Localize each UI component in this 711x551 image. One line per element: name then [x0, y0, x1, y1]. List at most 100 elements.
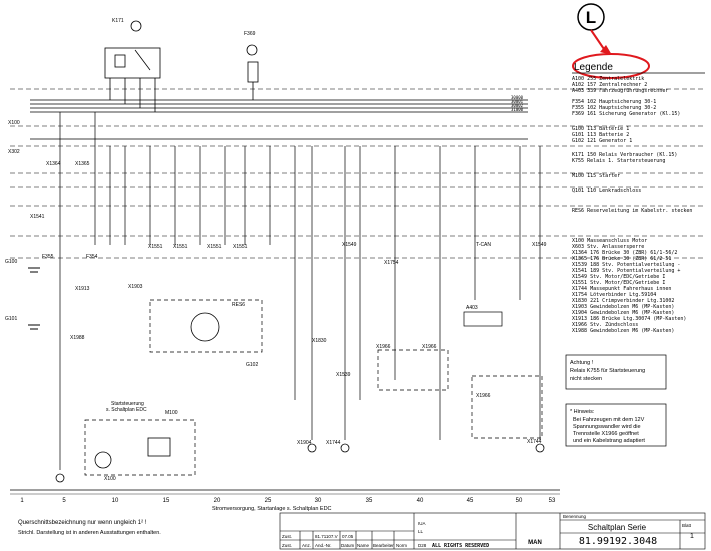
grid-53: 53 [549, 498, 556, 504]
label-g100: G100 [5, 259, 17, 265]
label-m100: M100 [165, 410, 178, 416]
legend-k755: K755 Relais 1. Startersteuerung [572, 158, 665, 164]
tb-datum: 07.05 [342, 534, 354, 539]
label-x1541: X1541 [30, 214, 45, 220]
title-block [279, 512, 706, 550]
legend-f369: F369 161 Sicherung Generator (Kl.15) [572, 111, 680, 117]
grid-5: 5 [62, 498, 66, 504]
bus-rails [30, 99, 528, 140]
hinweis-note: * Hinweis: Bei Fahrzeugen mit dem 12V Sp… [565, 403, 667, 447]
label-x1549: X1549 [342, 242, 357, 248]
hinweis-title: * Hinweis: [570, 409, 595, 415]
grid-35: 35 [366, 498, 373, 504]
footer-note2: Strichl. Darstellung ist in anderen Auss… [18, 530, 161, 536]
legend-x1744: X1744 Massepunkt Fahrerhaus innen [572, 286, 671, 292]
tb-h-bearb: Bearbeiter [373, 543, 394, 548]
label-x1551-c: X1551 [207, 244, 222, 250]
arrow-head-icon [600, 45, 612, 55]
label-x1988: X1988 [70, 335, 85, 341]
tb-drawing-no: 81.99192.3048 [579, 536, 657, 547]
label-x1904: X1904 [297, 440, 312, 446]
tb-code: D28 [418, 543, 427, 548]
label-x1549-b: X1549 [532, 242, 547, 248]
legend-x1551: X1551 Stv. Motor/EDC/Getriebe I [572, 280, 665, 286]
legend-x1966: X1966 Stv. Zündschloss [572, 322, 638, 328]
label-x1364: X1364 [46, 161, 61, 167]
legend-x100: X100 Masseanschluss Motor [572, 238, 647, 244]
hinweis-line4: und ein Kabelstrang adaptiert [573, 438, 645, 444]
legend-title: Legende [574, 62, 613, 73]
generator-g102-icon [190, 312, 220, 342]
rail-label-3: 30002 [511, 103, 524, 108]
tb-order: 81.71107.V [315, 534, 338, 539]
rail-label-1: 30000 [511, 95, 524, 100]
tb-h-name: Name [357, 543, 370, 548]
achtung-note: Achtung ! Relais K755 für Startsteuerung… [565, 354, 667, 390]
tb-rights: ALL RIGHTS RESERVED [432, 543, 489, 549]
label-g102: G102 [246, 362, 258, 368]
legend-x1988: X1988 Gewindebolzen M6 (MP-Kasten) [572, 328, 674, 334]
label-startsteuerung: Startsteuerung [111, 401, 144, 407]
a403-box [463, 311, 503, 327]
rail-label-4: 31000 [511, 107, 524, 112]
achtung-line2: nicht stecken [570, 376, 602, 382]
a403-area [377, 349, 449, 391]
legend-a100: A100 255 Zentralelektrik [572, 76, 644, 82]
label-startsteuerung-sub: s. Schaltplan EDC [106, 407, 147, 413]
label-x1744: X1744 [326, 440, 341, 446]
res6-box [149, 299, 263, 353]
label-a403: A403 [466, 305, 478, 311]
fuse-f369 [246, 44, 259, 100]
label-x100-bottom: X100 [104, 476, 116, 482]
label-g101: G101 [5, 316, 17, 322]
label-f369: F369 [244, 31, 256, 37]
ground-symbols [55, 443, 545, 483]
footer-note1: Querschnittsbezeichnung nur wenn ungleic… [18, 520, 147, 526]
label-x1966-b: X1966 [422, 344, 437, 350]
legend-q101: Q101 110 Lenkradschloss [572, 188, 641, 194]
legend-x603: X603 Stv. Anlassersperre [572, 244, 644, 250]
label-x1551-a: X1551 [148, 244, 163, 250]
grid-20: 20 [214, 498, 221, 504]
legend-a102: A102 157 Zentralrechner 2 [572, 82, 647, 88]
legend-g100: G100 113 Batterie 1 [572, 126, 629, 132]
label-x1551-b: X1551 [173, 244, 188, 250]
tb-h-anz: Anz. [302, 543, 311, 548]
legend-x1541: X1541 189 Stv. Potentialverteilung + [572, 268, 680, 274]
grid-10: 10 [112, 498, 119, 504]
grid-15: 15 [163, 498, 170, 504]
label-can: T-CAN [476, 242, 491, 248]
legend-x1904: X1904 Gewindebolzen M6 (MP-Kasten) [572, 310, 674, 316]
grid-40: 40 [417, 498, 424, 504]
starter-motor-icon [94, 451, 112, 469]
achtung-line1: Relais K755 für Startsteuerung [570, 368, 645, 374]
grid-ruler: 1 5 10 15 20 25 30 35 40 45 50 53 [10, 489, 560, 504]
label-k171: K171 [112, 18, 124, 24]
tb-h-norm: Norm [396, 543, 407, 548]
badge-l: L [577, 3, 605, 31]
tb-h-datum: Datum [341, 543, 355, 548]
tb-x2: LL [418, 529, 424, 534]
starter-box [84, 419, 196, 476]
legend-x1754: X1754 Lötverbinder Ltg.59104 [572, 292, 656, 298]
legend-g102: G102 121 Generator 1 [572, 138, 632, 144]
achtung-title: Achtung ! [570, 360, 594, 366]
grid-25: 25 [265, 498, 272, 504]
tb-benennung-label: Benennung [563, 514, 587, 519]
grid-45: 45 [467, 498, 474, 504]
label-x1966-c: X1966 [476, 393, 491, 399]
legend-k171: K171 150 Relais Verbraucher (Kl.15) [572, 152, 677, 158]
label-x1830: X1830 [312, 338, 327, 344]
label-res6: RES6 [232, 302, 245, 308]
rail-label-2: 30001 [511, 99, 524, 104]
tb-rev-letter: Zust. [282, 534, 292, 539]
tb-sheet-label: Blatt [682, 523, 692, 528]
tb-company: MAN [528, 540, 542, 546]
batteries [28, 267, 40, 330]
legend-g101: G101 113 Batterie 2 [572, 132, 629, 138]
relay-k171 [104, 20, 161, 112]
tb-title: Schaltplan Serie [588, 523, 647, 532]
vertical-wires [59, 112, 541, 470]
tb-h-and: And.-Nr. [315, 543, 332, 548]
